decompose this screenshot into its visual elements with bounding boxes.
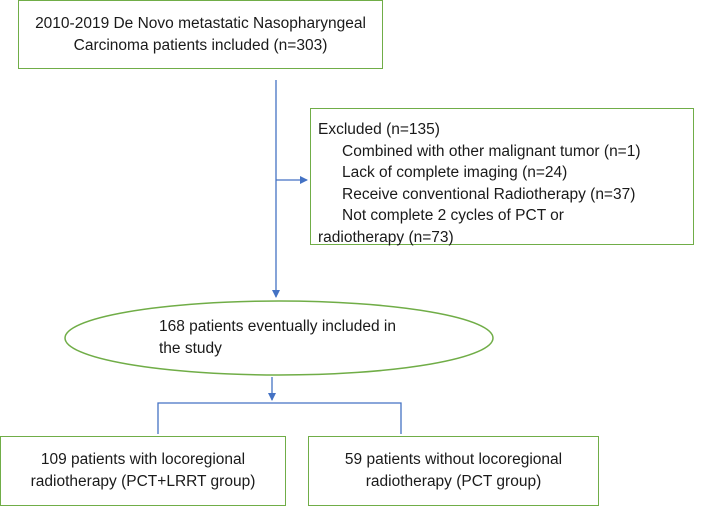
split-bracket <box>157 402 402 434</box>
excluded-reason-malignant: Combined with other malignant tumor (n=1… <box>342 142 641 160</box>
eventual-included-text: 168 patients eventually included in the … <box>159 318 396 357</box>
lrrt-group-text: 109 patients with locoregional radiother… <box>30 451 256 490</box>
excluded-reason-incomplete-cycles: Not complete 2 cycles of PCT or <box>342 207 564 224</box>
excluded-title: Excluded (n=135) <box>318 121 440 138</box>
excluded-reason-imaging: Lack of complete imaging (n=24) <box>342 164 568 181</box>
excluded-patients-box: Excluded (n=135) Combined with other mal… <box>310 108 694 246</box>
eventual-included-node: 168 patients eventually included in the … <box>64 300 494 376</box>
pct-group-text: 59 patients without locoregional radioth… <box>344 451 563 490</box>
excluded-reason-conventional-rt: Receive conventional Radiotherapy (n=37) <box>342 185 636 203</box>
included-patients-box: 2010-2019 De Novo metastatic Nasopharyng… <box>18 0 383 69</box>
lrrt-group-box: 109 patients with locoregional radiother… <box>0 436 286 506</box>
pct-group-box: 59 patients without locoregional radioth… <box>308 436 599 506</box>
eventual-ellipse-shape <box>64 300 494 376</box>
excluded-reason-incomplete-cycles-cont: radiotherapy (n=73) <box>318 228 454 246</box>
included-patients-text: 2010-2019 De Novo metastatic Nasopharyng… <box>35 14 366 54</box>
